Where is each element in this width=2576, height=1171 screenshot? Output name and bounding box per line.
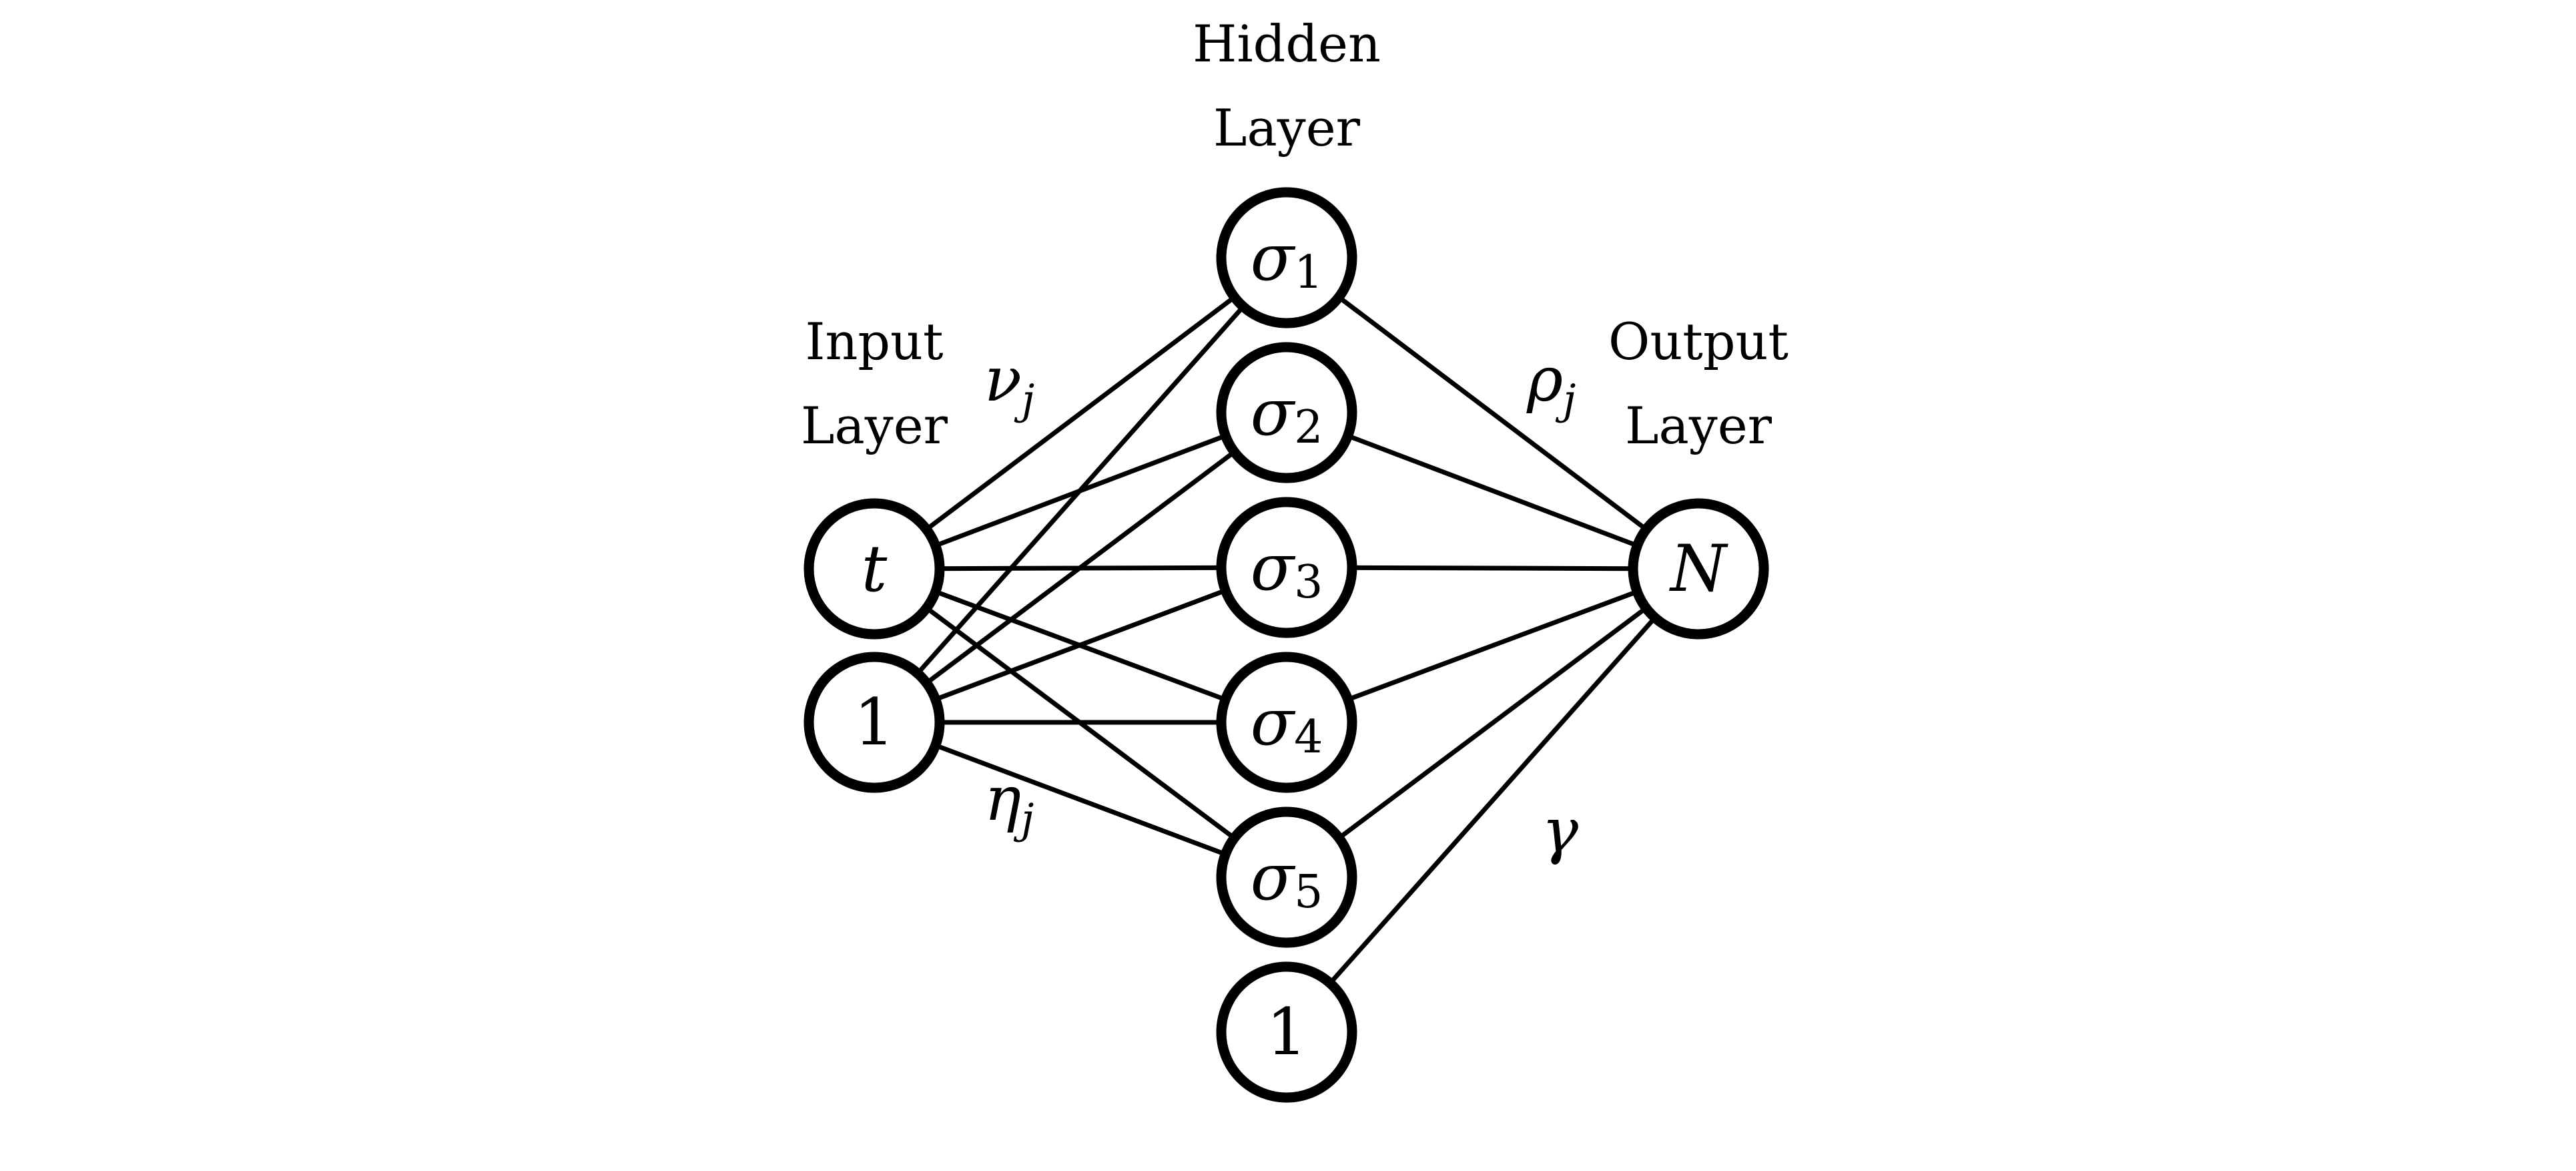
edge-s5-N	[1285, 567, 1700, 879]
hidden-node-sigma-3: σ3	[1216, 497, 1357, 638]
svg-text:σ4: σ4	[1251, 685, 1323, 764]
hidden-node-bias-symbol: 1	[1266, 995, 1307, 1070]
hidden-node-bias: 1	[1216, 961, 1357, 1103]
edge-bias-s3	[873, 565, 1288, 725]
hidden-node-sigma-4-symbol: σ	[1251, 685, 1296, 760]
weight-label-nu-symbol: ν	[984, 344, 1022, 415]
hidden-node-sigma-4: σ4	[1216, 652, 1357, 793]
hidden-node-sigma-4-subscript: 4	[1294, 711, 1323, 764]
weight-label-nu: νj	[984, 344, 1034, 424]
svg-text:σ2: σ2	[1251, 375, 1323, 454]
weight-label-eta: ηj	[984, 763, 1034, 843]
weight-label-eta-symbol: η	[984, 763, 1021, 835]
edge-hbias-N	[1285, 567, 1700, 1034]
hidden-layer-label-line-2: Layer	[1213, 98, 1361, 158]
svg-text:σ5: σ5	[1251, 840, 1323, 919]
hidden-node-sigma-1-subscript: 1	[1294, 246, 1323, 299]
output-node-N: N	[1628, 498, 1769, 640]
edge-t-s1	[872, 256, 1289, 571]
edge-s1-N	[1285, 256, 1700, 571]
weight-label-rho: ρj	[1526, 344, 1576, 424]
input-layer-label-line-1: Input	[805, 312, 943, 371]
hidden-node-sigma-2-symbol: σ	[1251, 375, 1296, 450]
hidden-node-sigma-5: σ5	[1216, 806, 1357, 948]
weight-label-gamma-symbol: γ	[1542, 795, 1579, 867]
hidden-node-sigma-1: σ1	[1216, 187, 1357, 328]
output-layer-label-line-2: Layer	[1625, 396, 1773, 455]
hidden-layer-label-line-1: Hidden	[1193, 14, 1381, 73]
weight-label-rho-symbol: ρ	[1526, 344, 1563, 415]
svg-text:σ1: σ1	[1251, 220, 1323, 299]
input-node-bias-symbol: 1	[854, 685, 894, 760]
edge-bias-s2	[872, 411, 1289, 724]
svg-text:1: 1	[1266, 995, 1307, 1070]
edge-bias-s5	[873, 720, 1288, 880]
input-node-t-symbol: t	[862, 531, 888, 606]
svg-text:N: N	[1669, 531, 1728, 606]
edge-bias-s1	[872, 256, 1289, 724]
input-node-t: t	[803, 498, 945, 640]
edge-s4-N	[1285, 566, 1700, 725]
svg-text:t: t	[862, 531, 888, 606]
edge-s2-N	[1285, 410, 1700, 571]
hidden-node-sigma-5-subscript: 5	[1294, 866, 1323, 919]
input-layer-label-line-2: Layer	[801, 396, 948, 455]
svg-text:1: 1	[854, 685, 894, 760]
output-node-N-symbol: N	[1669, 531, 1728, 606]
input-node-bias: 1	[803, 652, 945, 793]
hidden-node-sigma-3-subscript: 3	[1294, 556, 1323, 609]
hidden-node-sigma-2: σ2	[1216, 342, 1357, 483]
hidden-node-sigma-2-subscript: 2	[1294, 401, 1323, 454]
hidden-node-sigma-5-symbol: σ	[1251, 840, 1296, 915]
svg-text:σ3: σ3	[1251, 530, 1323, 609]
hidden-node-sigma-1-symbol: σ	[1251, 220, 1296, 295]
output-layer-label-line-1: Output	[1608, 312, 1789, 371]
hidden-node-sigma-3-symbol: σ	[1251, 530, 1296, 605]
weight-label-gamma: γ	[1542, 795, 1579, 867]
